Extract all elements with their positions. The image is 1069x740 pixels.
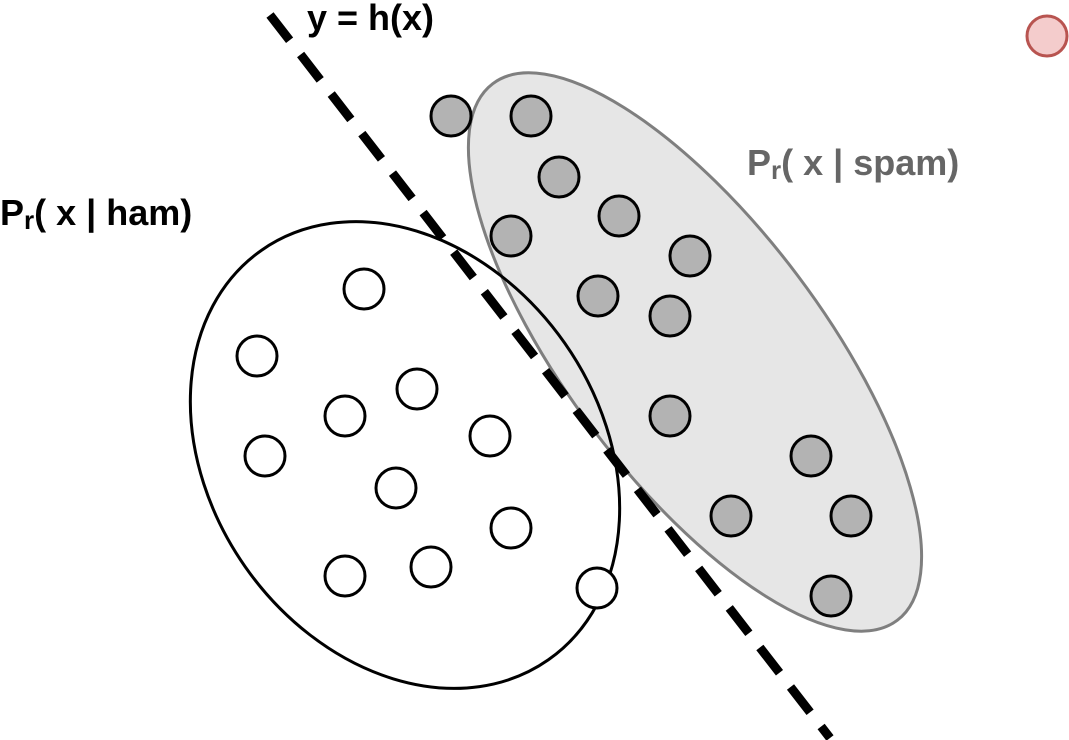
spam-label-prefix: P — [747, 142, 771, 183]
ham-point-8 — [489, 506, 533, 550]
ham-label-rest: ( x | ham) — [34, 192, 192, 234]
ham-point-10 — [409, 545, 453, 589]
decision-boundary-label: y = h(x) — [307, 0, 434, 38]
spam-points-group — [429, 94, 873, 618]
ham-distribution-label: Pr( x | ham) — [0, 192, 192, 235]
spam-label-rest: ( x | spam) — [781, 142, 959, 184]
ham-point-6 — [243, 434, 287, 478]
ham-region — [188, 220, 622, 690]
ham-point-9 — [323, 554, 367, 598]
spam-point-2 — [509, 94, 553, 138]
spam-point-8 — [648, 294, 692, 338]
ham-point-3 — [395, 367, 439, 411]
spam-point-5 — [489, 214, 533, 258]
decision-boundary-line — [266, 12, 834, 740]
ham-label-subscript: r — [24, 205, 34, 235]
spam-point-3 — [537, 155, 581, 199]
spam-distribution-label: Pr( x | spam) — [747, 142, 959, 185]
spam-label-subscript: r — [771, 155, 781, 185]
ham-point-7 — [374, 466, 418, 510]
spam-point-10 — [789, 434, 833, 478]
spam-point-9 — [648, 394, 692, 438]
spam-point-1 — [429, 94, 473, 138]
spam-point-11 — [709, 494, 753, 538]
ham-point-2 — [235, 334, 279, 378]
spam-point-4 — [597, 194, 641, 238]
ham-point-4 — [323, 394, 367, 438]
stray-point-1 — [1025, 14, 1069, 58]
stray-points-group — [1025, 14, 1069, 58]
ham-point-1 — [342, 267, 386, 311]
spam-region — [466, 71, 924, 633]
spam-point-12 — [829, 494, 873, 538]
spam-point-7 — [576, 274, 620, 318]
ham-label-prefix: P — [0, 192, 24, 233]
ham-point-11 — [575, 566, 619, 610]
spam-point-13 — [809, 574, 853, 618]
ham-point-5 — [468, 414, 512, 458]
ham-points-group — [235, 267, 619, 610]
spam-point-6 — [668, 234, 712, 278]
